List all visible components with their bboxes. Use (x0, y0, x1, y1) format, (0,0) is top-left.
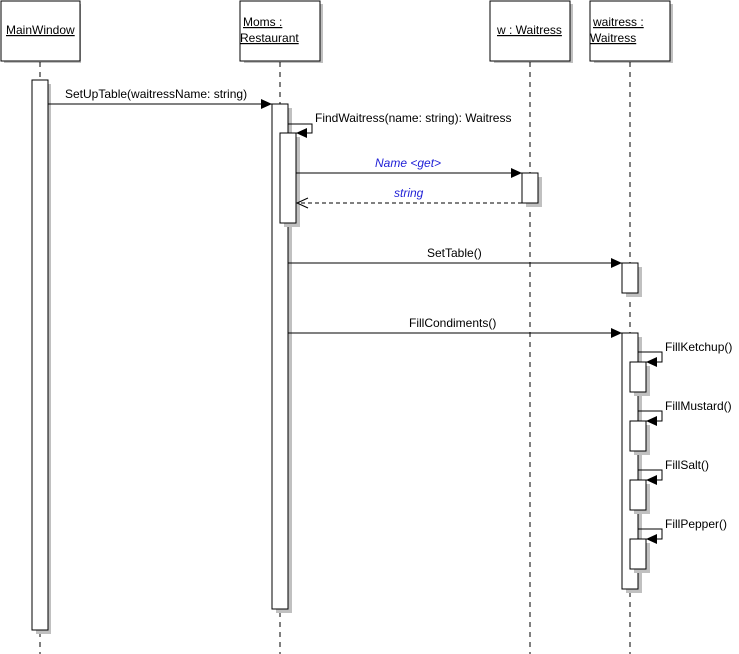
lifeline-head-box (239, 0, 321, 62)
message-setuptable[interactable]: SetUpTable(waitressName: string) (48, 87, 272, 109)
message-label: Name <get> (375, 156, 441, 170)
activation-moms-outer (271, 103, 292, 613)
activation-waitress-fillsalt (629, 479, 650, 514)
message-label: FillKetchup() (665, 340, 732, 354)
lifeline-head-box (489, 0, 571, 62)
activation-waitress-fillpepper (629, 538, 650, 573)
lifeline-label-line2: Restaurant (240, 31, 299, 45)
lifeline-label-line2: Waitress (590, 31, 636, 45)
message-label: SetUpTable(waitressName: string) (65, 87, 247, 101)
message-arrow (638, 469, 663, 485)
message-arrow (638, 528, 663, 544)
open-arrowhead-icon (295, 197, 309, 209)
message-return-string[interactable]: string (295, 186, 522, 209)
activation-waitress-fillketchup (629, 361, 650, 396)
message-label: FillPepper() (665, 517, 727, 531)
message-name-get[interactable]: Name <get> (296, 156, 522, 178)
message-label: FillSalt() (665, 458, 709, 472)
message-label: SetTable() (427, 246, 482, 260)
message-fillsalt[interactable]: FillSalt() (638, 458, 709, 485)
activation-mainwindow (31, 79, 51, 634)
message-findwaitress[interactable]: FindWaitress(name: string): Waitress (288, 111, 511, 138)
message-arrow (288, 123, 313, 138)
lifeline-w-waitress[interactable]: w : Waitress (489, 0, 573, 654)
message-arrow (638, 410, 663, 426)
message-label: FillMustard() (665, 399, 732, 413)
message-fillmustard[interactable]: FillMustard() (638, 399, 732, 426)
lifeline-head-box (589, 0, 671, 62)
message-label: FillCondiments() (409, 316, 496, 330)
message-fillcondiments[interactable]: FillCondiments() (288, 316, 622, 338)
message-fillpepper[interactable]: FillPepper() (638, 517, 727, 544)
lifeline-head-box (0, 0, 81, 62)
message-label: string (394, 186, 424, 200)
message-label: FindWaitress(name: string): Waitress (315, 111, 511, 125)
lifeline-label-line1: Moms : (243, 15, 282, 29)
message-settable[interactable]: SetTable() (288, 246, 622, 268)
activation-moms-findwaitress (279, 132, 300, 227)
message-arrow (638, 351, 663, 367)
lifeline-label: MainWindow (6, 23, 75, 37)
activation-w-waitress (521, 172, 542, 207)
message-fillketchup[interactable]: FillKetchup() (638, 340, 732, 367)
activation-waitress-fillmustard (629, 420, 650, 455)
lifeline-label-line1: waitress : (592, 15, 644, 29)
activation-waitress-settable (621, 262, 642, 297)
lifeline-mainwindow[interactable]: MainWindow (0, 0, 81, 654)
lifeline-label: w : Waitress (496, 23, 562, 37)
